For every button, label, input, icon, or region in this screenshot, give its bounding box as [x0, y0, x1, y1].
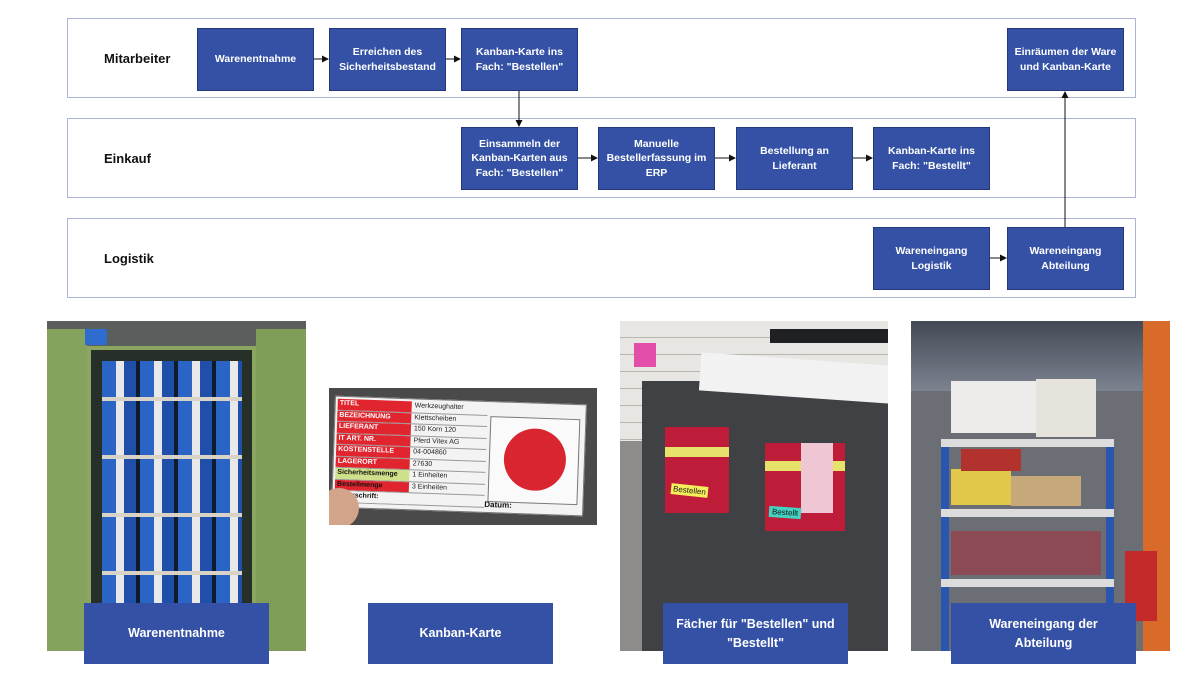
step-einsammeln: Einsammeln der Kanban-Karten aus Fach: "…: [461, 127, 578, 190]
bin-label-bestellen: Bestellen: [670, 483, 709, 498]
step-einraeumen: Einräumen der Ware und Kanban-Karte: [1007, 28, 1124, 91]
lane-label: Einkauf: [104, 150, 151, 166]
step-we-logistik: Wareneingang Logistik: [873, 227, 990, 290]
photo-faecher: Bestellen Bestellt: [620, 321, 888, 651]
caption-faecher-text: Fächer für "Bestellen" und "Bestellt": [676, 616, 835, 650]
red-dot: [502, 427, 567, 492]
caption-wareneingang: Wareneingang der Abteilung: [951, 603, 1136, 664]
bin-label-bestellt: Bestellt: [768, 505, 802, 520]
caption-wareneingang-text: Wareneingang der Abteilung: [989, 616, 1098, 650]
step-sicherheitsbestand: Erreichen des Sicherheitsbestand: [329, 28, 446, 91]
step-we-abteilung: Wareneingang Abteilung: [1007, 227, 1124, 290]
step-warenentnahme: Warenentnahme: [197, 28, 314, 91]
step-karte-bestellt: Kanban-Karte ins Fach: "Bestellt": [873, 127, 990, 190]
shelf-items: [102, 361, 242, 631]
photo-warenentnahme: [47, 321, 306, 651]
bin-bestellen: Bestellen: [665, 427, 729, 513]
step-bestellerfassung: Manuelle Bestellerfassung im ERP: [598, 127, 715, 190]
lane-label: Logistik: [104, 250, 154, 266]
caption-faecher: Fächer für "Bestellen" und "Bestellt": [663, 603, 848, 664]
photo-wareneingang: [911, 321, 1170, 651]
caption-warenentnahme: Warenentnahme: [84, 603, 269, 664]
caption-kanban-karte: Kanban-Karte: [368, 603, 553, 664]
step-bestellung-lieferant: Bestellung an Lieferant: [736, 127, 853, 190]
lane-label: Mitarbeiter: [104, 50, 171, 66]
step-karte-bestellen: Kanban-Karte ins Fach: "Bestellen": [461, 28, 578, 91]
bin-bestellt: Bestellt: [765, 443, 845, 531]
card-value: [408, 493, 484, 506]
card-date-label: Datum:: [484, 499, 513, 510]
